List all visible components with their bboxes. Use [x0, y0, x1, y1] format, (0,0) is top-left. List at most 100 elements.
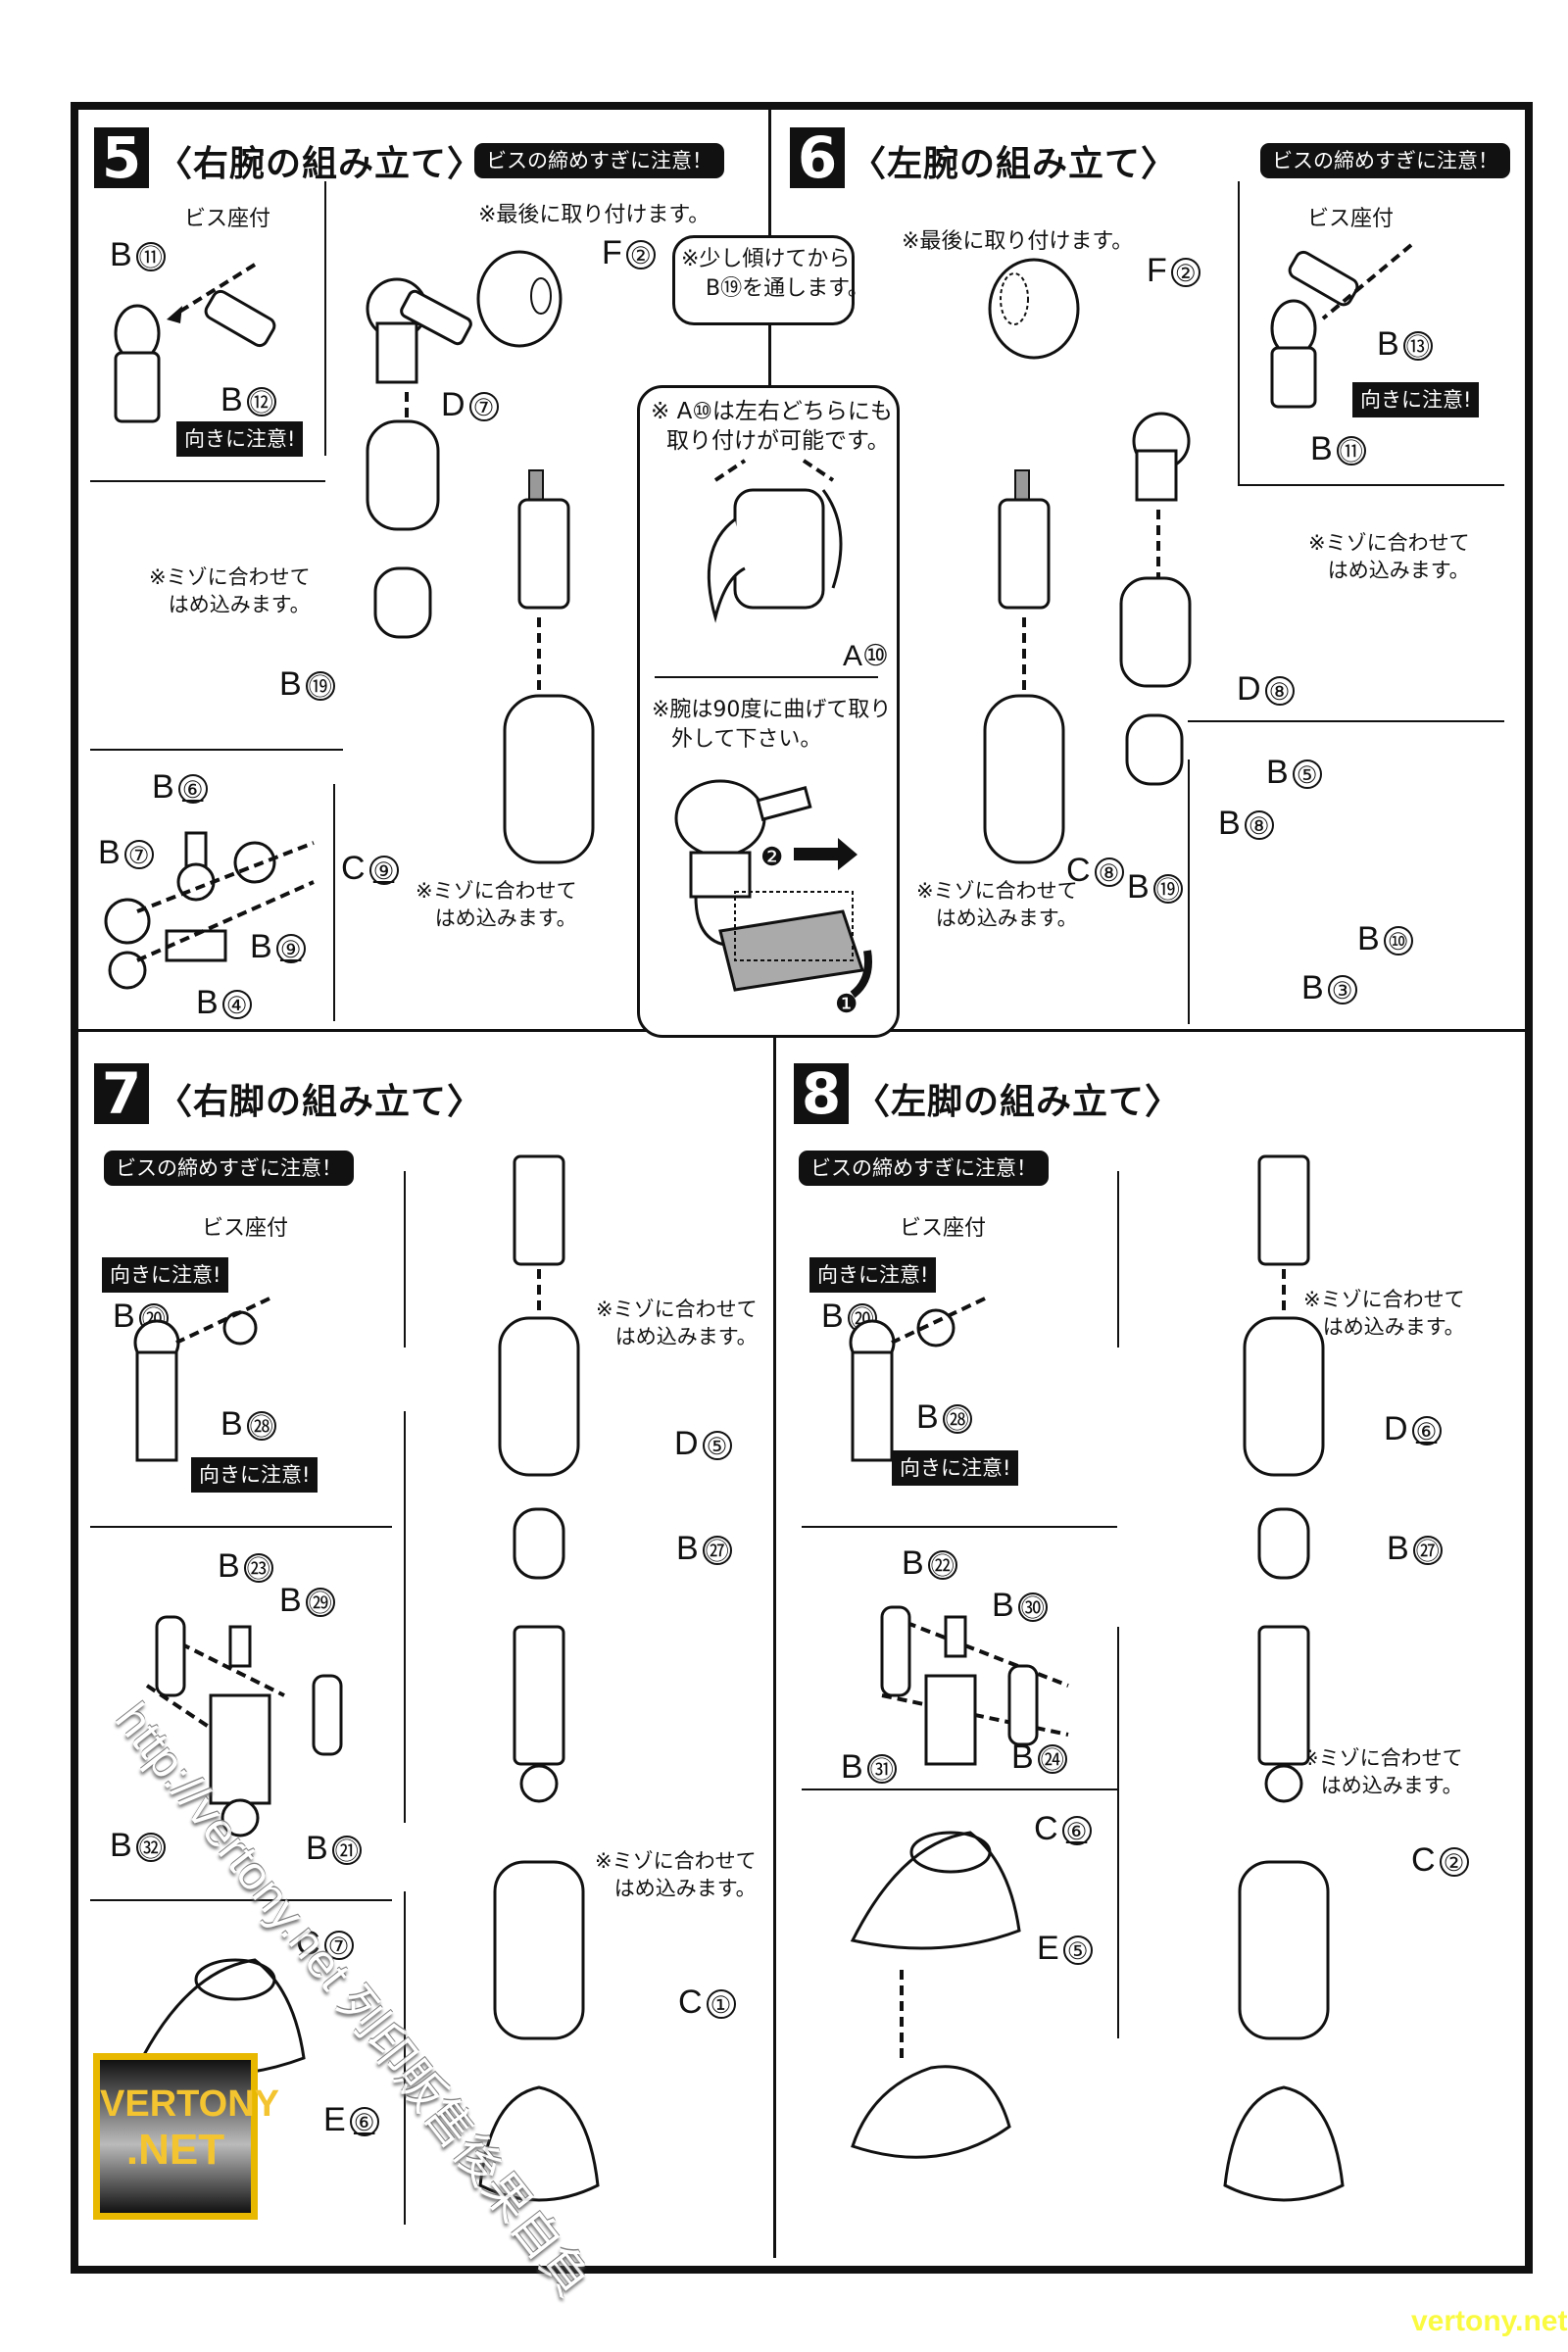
callout-remove-line2: 外して下さい。 — [671, 727, 822, 752]
elbow-joint-drawing — [503, 469, 595, 864]
caution-screw-badge: ビスの締めすぎに注意！ — [104, 1151, 354, 1186]
callout-a10-line2: 取り付けが可能です。 — [666, 428, 890, 454]
inset-divider — [90, 749, 343, 751]
forearm-a10-drawing — [707, 459, 843, 623]
divider-bottom-vertical — [773, 1032, 776, 2258]
callout-tilt-line1: ※少し傾けてから — [681, 247, 851, 271]
knee-joint-parts-drawing — [880, 1605, 1069, 1766]
caution-screw-badge: ビスの締めすぎに注意！ — [1260, 143, 1510, 178]
caution-direction-badge: 向きに注意! — [892, 1450, 1019, 1486]
callout-remove-line1: ※腕は90度に曲げて取り — [652, 698, 892, 722]
inset-divider — [404, 1891, 406, 2225]
step-number: 8 — [794, 1063, 849, 1124]
elbow-joint-drawing — [983, 469, 1065, 864]
note-groove: ※ミゾに合わせて はめ込みます。 — [1301, 1746, 1463, 1797]
caution-screw-badge: ビスの締めすぎに注意！ — [474, 143, 724, 178]
shoulder-armor-drawing — [476, 250, 563, 348]
leg-assembly-drawing — [478, 1154, 600, 2202]
callout-separator — [655, 676, 878, 678]
callout-tilt — [672, 235, 855, 325]
note-groove: ※ミゾに合わせて はめ込みます。 — [149, 565, 311, 616]
inset-divider — [1117, 1171, 1119, 1348]
arm-removal-drawing — [674, 779, 872, 999]
inset-divider — [404, 1411, 406, 1823]
elbow-parts-drawing — [104, 831, 315, 990]
inset-divider — [1238, 484, 1504, 486]
screw-washer-label: ビス座付 — [900, 1216, 987, 1241]
corner-watermark: vertony.net — [1411, 2305, 1568, 2337]
shoulder-joint-drawing — [1270, 243, 1413, 409]
inset-divider — [1117, 1627, 1119, 2038]
note-groove: ※ミゾに合わせて はめ込みます。 — [595, 1849, 757, 1900]
section-title: 〈左腕の組み立て〉 — [851, 144, 1178, 184]
step-number: 6 — [790, 127, 845, 188]
caution-direction-badge: 向きに注意! — [1352, 382, 1480, 417]
hip-joint-drawing — [133, 1297, 270, 1462]
step-1-marker: ❶ — [835, 990, 858, 1019]
foot-parts-drawing — [850, 1831, 1021, 2159]
knee-joint-parts-drawing — [145, 1615, 343, 1838]
vertony-logo: VERTONY .NET — [93, 2053, 279, 2220]
callout-a10-line1: ※ A⑩は左右どちらにも — [651, 399, 893, 424]
screw-washer-label: ビス座付 — [184, 207, 271, 231]
screw-washer-label: ビス座付 — [202, 1216, 289, 1241]
section-title: 〈右腕の組み立て〉 — [157, 144, 484, 184]
shoulder-joint-drawing — [114, 263, 276, 423]
leg-assembly-drawing — [1223, 1154, 1345, 2202]
step-number: 7 — [94, 1063, 149, 1124]
section-title: 〈右脚の組み立て〉 — [157, 1082, 484, 1122]
caution-screw-badge: ビスの締めすぎに注意！ — [799, 1151, 1049, 1186]
page-frame — [71, 102, 1533, 2274]
inset-divider — [90, 1899, 392, 1901]
inset-divider — [802, 1526, 1117, 1528]
note-groove: ※ミゾに合わせて はめ込みます。 — [596, 1298, 758, 1348]
part-label-a10: A⑩ — [843, 640, 889, 672]
shoulder-armor-drawing — [988, 258, 1080, 360]
note-attach-last: ※最後に取り付けます。 — [902, 229, 1134, 254]
note-attach-last: ※最後に取り付けます。 — [478, 203, 710, 227]
note-groove: ※ミゾに合わせて はめ込みます。 — [916, 879, 1078, 930]
inset-divider — [1188, 720, 1504, 722]
hip-joint-drawing — [849, 1297, 986, 1462]
inset-divider — [1238, 181, 1240, 485]
inset-divider — [90, 480, 325, 482]
screw-washer-label: ビス座付 — [1307, 207, 1395, 231]
upper-arm-drawing — [1119, 412, 1192, 786]
inset-divider — [324, 181, 326, 456]
note-groove: ※ミゾに合わせて はめ込みます。 — [1303, 1288, 1465, 1339]
inset-divider — [802, 1788, 1117, 1790]
